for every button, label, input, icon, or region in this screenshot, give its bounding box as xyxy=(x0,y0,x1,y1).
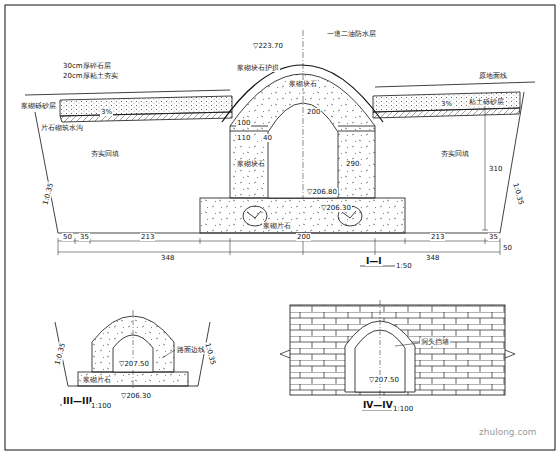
drawing-label: 浆砌片石 xyxy=(82,376,112,384)
drawing-label: 片石砌筑水沟 xyxy=(40,124,84,132)
drawing-label: 30cm厚碎石层 xyxy=(62,62,112,70)
drawing-label: 粘土砾砂层 xyxy=(468,98,505,106)
drawing-label: 1:0.35 xyxy=(203,341,217,367)
drawing-label: 浆砌片石 xyxy=(262,222,292,230)
drawing-label: I—I xyxy=(365,256,383,266)
drawing-label: ▽207.50 xyxy=(368,376,400,384)
drawing-label: 洞头挡墙 xyxy=(420,338,450,346)
drawing-label: ▽206.80 xyxy=(306,188,338,196)
drawing-label: 浆砌块石 xyxy=(236,160,266,168)
drawing-label: 100 xyxy=(236,119,251,127)
drawing-label: 浆砌块石 xyxy=(288,80,318,88)
drawing-label: ▽206.30 xyxy=(320,204,352,212)
drawing-label: 213 xyxy=(430,233,445,241)
drawing-label: ▽206.30 xyxy=(120,392,152,400)
drawing-label: 200 xyxy=(296,233,311,241)
watermark: zhulong.com xyxy=(478,428,538,436)
drawing-label: 1:100 xyxy=(90,402,112,410)
drawing-label: 1:0.35 xyxy=(41,181,55,207)
drawing-label: 浆砌砾砂层 xyxy=(20,102,57,110)
drawing-label: 3% xyxy=(440,100,453,108)
drawing-label: 50 xyxy=(502,244,513,252)
drawing-label: 213 xyxy=(140,233,155,241)
drawing-label: 1:0.35 xyxy=(511,181,525,207)
drawing-label: 348 xyxy=(160,254,175,262)
drawing-label: 200 xyxy=(306,108,321,116)
drawing-label: IV—IV xyxy=(362,400,394,410)
drawing-label: 50 xyxy=(62,233,73,241)
drawing-label: 路面边线 xyxy=(176,346,206,354)
drawing-label: III—III xyxy=(62,396,93,406)
drawing-label: 348 xyxy=(425,254,440,262)
drawing-label: 夯实回填 xyxy=(90,150,120,158)
drawing-label: 1:100 xyxy=(392,405,414,413)
drawing-label: 290 xyxy=(345,160,360,168)
drawing-label: 20cm厚粘土夯实 xyxy=(62,72,119,80)
drawing-label: 35 xyxy=(79,233,90,241)
drawing-label: 1:0.35 xyxy=(53,341,67,367)
drawing-label: ▽223.70 xyxy=(252,42,284,50)
drawing-label: ▽207.50 xyxy=(118,360,150,368)
drawing-label: 110 xyxy=(236,134,251,142)
drawing-label: 40 xyxy=(262,134,273,142)
drawing-label: 35 xyxy=(488,233,499,241)
drawing-label: 浆砌块石护拱 xyxy=(236,64,280,72)
drawing-label: 310 xyxy=(488,165,503,173)
drawing-label: 1:50 xyxy=(395,262,413,270)
drawing-label: 夯实回填 xyxy=(440,150,470,158)
drawing-label: 原地面线 xyxy=(478,72,508,80)
drawing-label: 一道二油防水层 xyxy=(326,30,377,38)
drawing-label: 3% xyxy=(100,108,113,116)
